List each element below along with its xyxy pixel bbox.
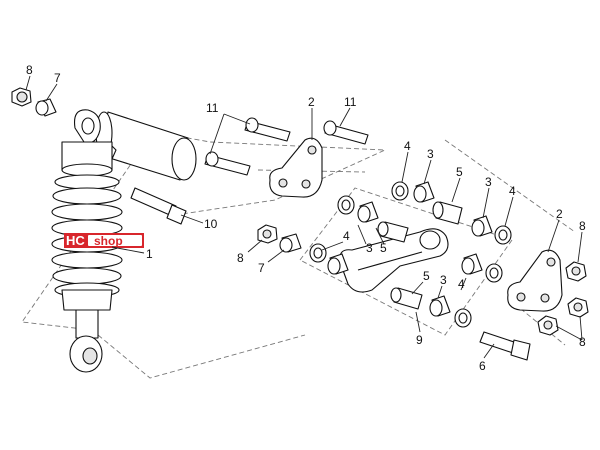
nut-part-8-middle (257, 224, 278, 244)
seal-part-4-inner-upper (337, 195, 355, 215)
callout-8-right-bottom: 8 (579, 335, 586, 349)
bushing-part-3-upper-a (413, 181, 435, 203)
callout-7-middle: 7 (258, 261, 265, 275)
bolt-part-11-right (323, 120, 369, 145)
callout-8-middle: 8 (237, 251, 244, 265)
callout-6-bolt: 6 (479, 359, 486, 373)
callout-8-top-left: 8 (26, 63, 33, 77)
callout-2-left-plate: 2 (308, 95, 315, 109)
logo-brand-text: HC (66, 233, 85, 248)
callout-1-shock: 1 (146, 247, 153, 261)
callout-3-upper-b: 3 (485, 175, 492, 189)
linkage-rocker-part-9 (339, 228, 449, 293)
plate-part-2-left (269, 137, 323, 198)
seal-part-4-inner-lower (309, 243, 327, 263)
bushing-part-3-upper-b (471, 215, 493, 237)
bolt-part-6 (479, 331, 531, 361)
callout-3-inner: 3 (366, 241, 373, 255)
bolt-part-11-lower-left (204, 151, 251, 176)
spacer-part-5-lower (390, 287, 423, 310)
callout-5-upper: 5 (456, 165, 463, 179)
nut-part-8-right-bottom (567, 297, 589, 318)
callout-8-right-top: 8 (579, 219, 586, 233)
bushing-part-7-middle (279, 233, 302, 253)
bushing-part-3-lower-a (461, 253, 483, 275)
callout-5-inner: 5 (380, 241, 387, 255)
seal-part-4-upper-b (494, 225, 512, 245)
spacer-part-5-upper (432, 201, 463, 225)
callout-4-upper-a: 4 (404, 139, 411, 153)
callout-2-right-plate: 2 (556, 207, 563, 221)
seal-part-4-lower-a (485, 263, 503, 283)
callout-3-upper-a: 3 (427, 147, 434, 161)
seal-part-4-lower-b (454, 308, 472, 328)
seal-part-4-upper-a (391, 181, 409, 201)
bushing-part-3-inner-lower (327, 253, 349, 275)
spacer-part-5-inner-upper (377, 221, 409, 243)
bolt-part-11-upper-left (244, 117, 291, 142)
hc-shop-logo: HC shop (64, 233, 144, 248)
callout-4-lower: 4 (458, 277, 465, 291)
bushing-part-3-inner-upper (357, 201, 379, 223)
bushing-part-3-lower-b (429, 295, 451, 317)
callout-7-top-left: 7 (54, 71, 61, 85)
callout-5-lower: 5 (423, 269, 430, 283)
nut-part-8-right-top (565, 261, 587, 282)
nut-part-8-top (11, 87, 32, 107)
callout-9-rocker: 9 (416, 333, 423, 347)
callout-11-right: 11 (344, 95, 357, 109)
callout-labels: 8 7 11 2 11 4 3 5 3 4 10 1 8 7 4 3 5 2 8… (26, 63, 586, 373)
logo-shop-text: shop (94, 234, 123, 248)
callout-3-lower: 3 (440, 273, 447, 287)
callout-leader-lines (25, 75, 583, 359)
callout-4-upper-b: 4 (509, 184, 516, 198)
nut-part-8-lower-center (537, 315, 559, 336)
callout-11-left: 11 (206, 101, 219, 115)
callout-10: 10 (204, 217, 218, 231)
bushing-part-7-top (35, 98, 57, 117)
pin-part-10 (130, 187, 187, 225)
callout-4-inner: 4 (343, 229, 350, 243)
plate-part-2-right (507, 249, 563, 312)
